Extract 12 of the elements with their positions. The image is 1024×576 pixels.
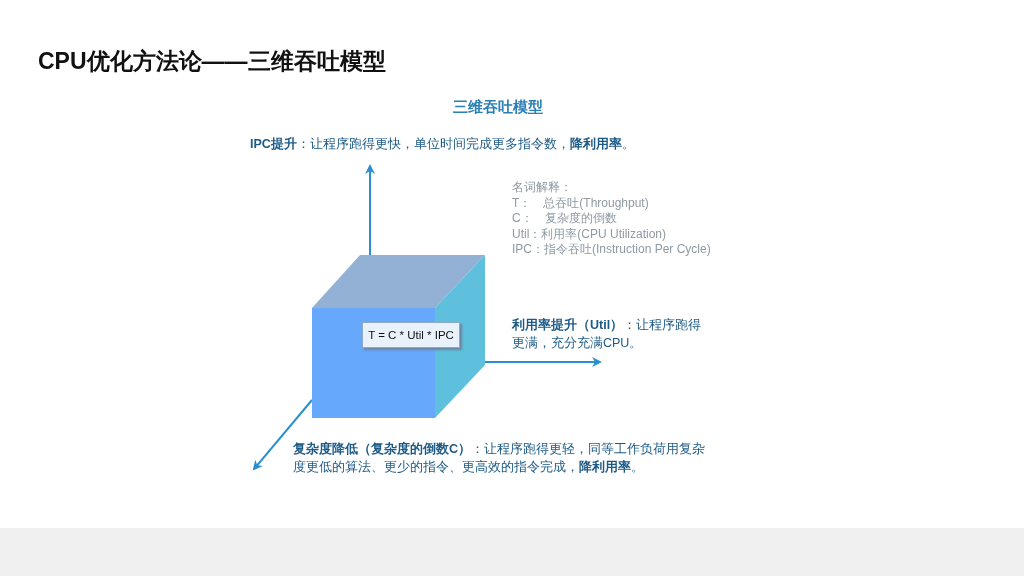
diagram-heading: 三维吞吐模型 [453, 98, 543, 117]
cube-drawing [312, 255, 485, 418]
glossary-entry: C： 复杂度的倒数 [512, 211, 617, 227]
glossary-heading: 名词解释： [512, 180, 572, 196]
glossary-entry: Util：利用率(CPU Utilization) [512, 227, 666, 243]
axis-description: IPC提升：让程序跑得更快，单位时间完成更多指令数，降利用率。 [250, 136, 635, 153]
axis-description: 利用率提升（Util）：让程序跑得更满，充分充满CPU。 [512, 317, 703, 352]
formula-box: T = C * Util * IPC [362, 322, 460, 348]
slide-title: CPU优化方法论——三维吞吐模型 [38, 47, 386, 76]
axis-description: 复杂度降低（复杂度的倒数C）：让程序跑得更轻，同等工作负荷用复杂度更低的算法、更少的指令、更高效的指令完成，降利用率。 [293, 440, 707, 476]
glossary-entry: IPC：指令吞吐(Instruction Per Cycle) [512, 242, 711, 258]
glossary-entry: T： 总吞吐(Throughput) [512, 196, 649, 212]
